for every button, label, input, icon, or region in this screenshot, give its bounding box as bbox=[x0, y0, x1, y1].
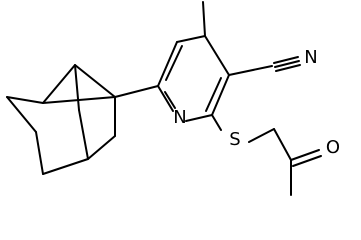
nitrile-triple-bond bbox=[273, 56, 299, 64]
bond bbox=[6, 96, 44, 104]
bond bbox=[78, 109, 89, 160]
molecule-structure: N N S O bbox=[6, 1, 340, 196]
carbonyl-double-bond bbox=[292, 155, 322, 167]
methyl-bond bbox=[202, 1, 206, 37]
nitrile-nitrogen-label: N bbox=[304, 47, 317, 68]
bond bbox=[211, 74, 230, 116]
bond bbox=[74, 64, 116, 98]
pyridine-ring bbox=[114, 35, 230, 122]
bond bbox=[74, 64, 80, 111]
bond bbox=[157, 85, 174, 112]
bond bbox=[205, 77, 222, 112]
carbonyl-double-bond bbox=[290, 149, 320, 161]
bond bbox=[248, 128, 275, 143]
bond bbox=[204, 35, 230, 76]
nitrile-triple-bond bbox=[274, 60, 300, 68]
nitrile-triple-bond bbox=[275, 64, 301, 72]
bond bbox=[176, 35, 206, 43]
bond bbox=[228, 65, 273, 76]
bond bbox=[157, 41, 178, 87]
pyridine-nitrogen-label: N bbox=[173, 107, 186, 128]
sulfur-label: S bbox=[229, 129, 240, 150]
bond bbox=[87, 135, 116, 160]
bond bbox=[185, 114, 213, 122]
bond bbox=[6, 96, 37, 133]
bond bbox=[114, 85, 159, 98]
adamantyl-group bbox=[6, 64, 116, 175]
bond bbox=[165, 45, 183, 81]
bond bbox=[273, 128, 292, 161]
bond bbox=[35, 131, 44, 175]
oxygen-label: O bbox=[326, 137, 340, 158]
bond bbox=[42, 96, 116, 104]
bond bbox=[211, 114, 222, 131]
bond bbox=[42, 64, 76, 104]
atom-labels: N N S O bbox=[173, 47, 340, 158]
bond bbox=[164, 91, 176, 109]
bond bbox=[42, 158, 89, 175]
substituents bbox=[202, 1, 322, 196]
